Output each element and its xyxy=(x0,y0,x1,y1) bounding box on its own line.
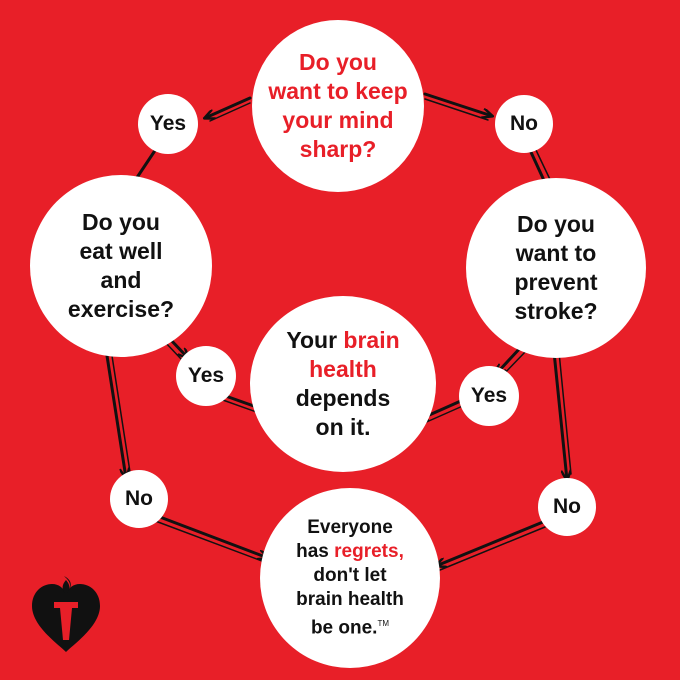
answer-yes-top-left: Yes xyxy=(138,94,198,154)
answer-no-left: No xyxy=(110,470,168,528)
node-regrets-text: Everyone has regrets, don't let brain he… xyxy=(296,516,404,639)
node-brain-health-depends-text: Your brain health depends on it. xyxy=(286,327,400,440)
heart-torch-logo-icon xyxy=(32,576,100,652)
answer-yes-left: Yes xyxy=(176,346,236,406)
arrow-top-to-yes xyxy=(205,96,252,118)
node-prevent-stroke: Do you want to prevent stroke? xyxy=(466,178,646,358)
answer-no-right: No xyxy=(538,478,596,536)
arrow-right-to-no xyxy=(551,340,567,480)
trademark: TM xyxy=(377,618,390,628)
node-regrets: Everyone has regrets, don't let brain he… xyxy=(260,488,440,668)
arrow-no-right-to-bottom xyxy=(436,520,545,566)
answer-yes-left-label: Yes xyxy=(187,364,225,387)
node-eat-well-exercise: Do you eat well and exercise? xyxy=(30,175,212,357)
node-brain-health-depends: Your brain health depends on it. xyxy=(250,296,436,472)
arrow-top-to-no xyxy=(423,92,492,116)
answer-yes-top-left-label: Yes xyxy=(149,112,187,135)
node-keep-mind-sharp: Do you want to keep your mind sharp? xyxy=(252,20,424,192)
answer-no-top-right: No xyxy=(495,95,553,153)
node-prevent-stroke-text: Do you want to prevent stroke? xyxy=(514,211,598,324)
answer-no-left-label: No xyxy=(125,487,153,510)
answer-yes-right: Yes xyxy=(459,366,519,426)
answer-no-top-right-label: No xyxy=(510,112,538,135)
node-eat-well-exercise-text: Do you eat well and exercise? xyxy=(67,209,175,322)
answer-no-right-label: No xyxy=(553,495,581,518)
answer-yes-right-label: Yes xyxy=(470,384,508,407)
arrow-no-to-bottom xyxy=(150,512,268,558)
node-keep-mind-sharp-text: Do you want to keep your mind sharp? xyxy=(268,49,408,162)
